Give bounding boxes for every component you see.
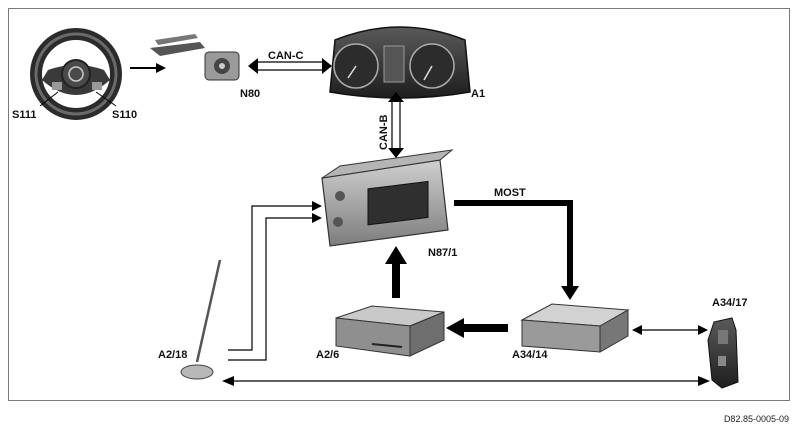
steering-wheel-illustration xyxy=(30,28,122,120)
label-a34-14: A34/14 xyxy=(512,349,548,361)
n87-1-head-unit-illustration xyxy=(321,149,454,247)
label-s111: S111 xyxy=(12,109,36,121)
a34-14-unit-illustration xyxy=(520,303,630,353)
link-a2-18-a34-17 xyxy=(222,376,710,386)
label-a2-6: A2/6 xyxy=(316,349,339,361)
a2-6-unit-illustration xyxy=(335,305,445,357)
label-a1: A1 xyxy=(471,88,485,100)
label-can-b: CAN-B xyxy=(378,115,390,150)
most-link xyxy=(454,200,579,300)
can-b-link xyxy=(388,92,404,158)
diagram-frame xyxy=(8,8,790,401)
arrow-a34-14-to-a2-6 xyxy=(446,318,508,338)
arrow-wheel-to-n80 xyxy=(130,63,166,73)
label-n87-1: N87/1 xyxy=(428,247,457,259)
n80-module-illustration xyxy=(150,34,240,81)
link-a34-14-a34-17 xyxy=(632,325,708,335)
label-s110: S110 xyxy=(112,109,137,121)
label-can-c: CAN-C xyxy=(268,50,303,62)
arrow-a2-6-to-n87-1 xyxy=(385,246,407,298)
label-a2-18: A2/18 xyxy=(158,349,187,361)
can-c-link xyxy=(248,58,332,74)
label-most: MOST xyxy=(494,187,526,199)
a1-instrument-cluster-illustration xyxy=(329,26,471,99)
label-a34-17: A34/17 xyxy=(712,297,747,309)
a2-18-antenna-illustration xyxy=(180,259,222,380)
antenna-cables xyxy=(228,201,322,361)
figure-reference: D82.85-0005-09 xyxy=(723,414,789,424)
a34-17-device-illustration xyxy=(707,317,739,389)
label-n80: N80 xyxy=(240,88,260,100)
